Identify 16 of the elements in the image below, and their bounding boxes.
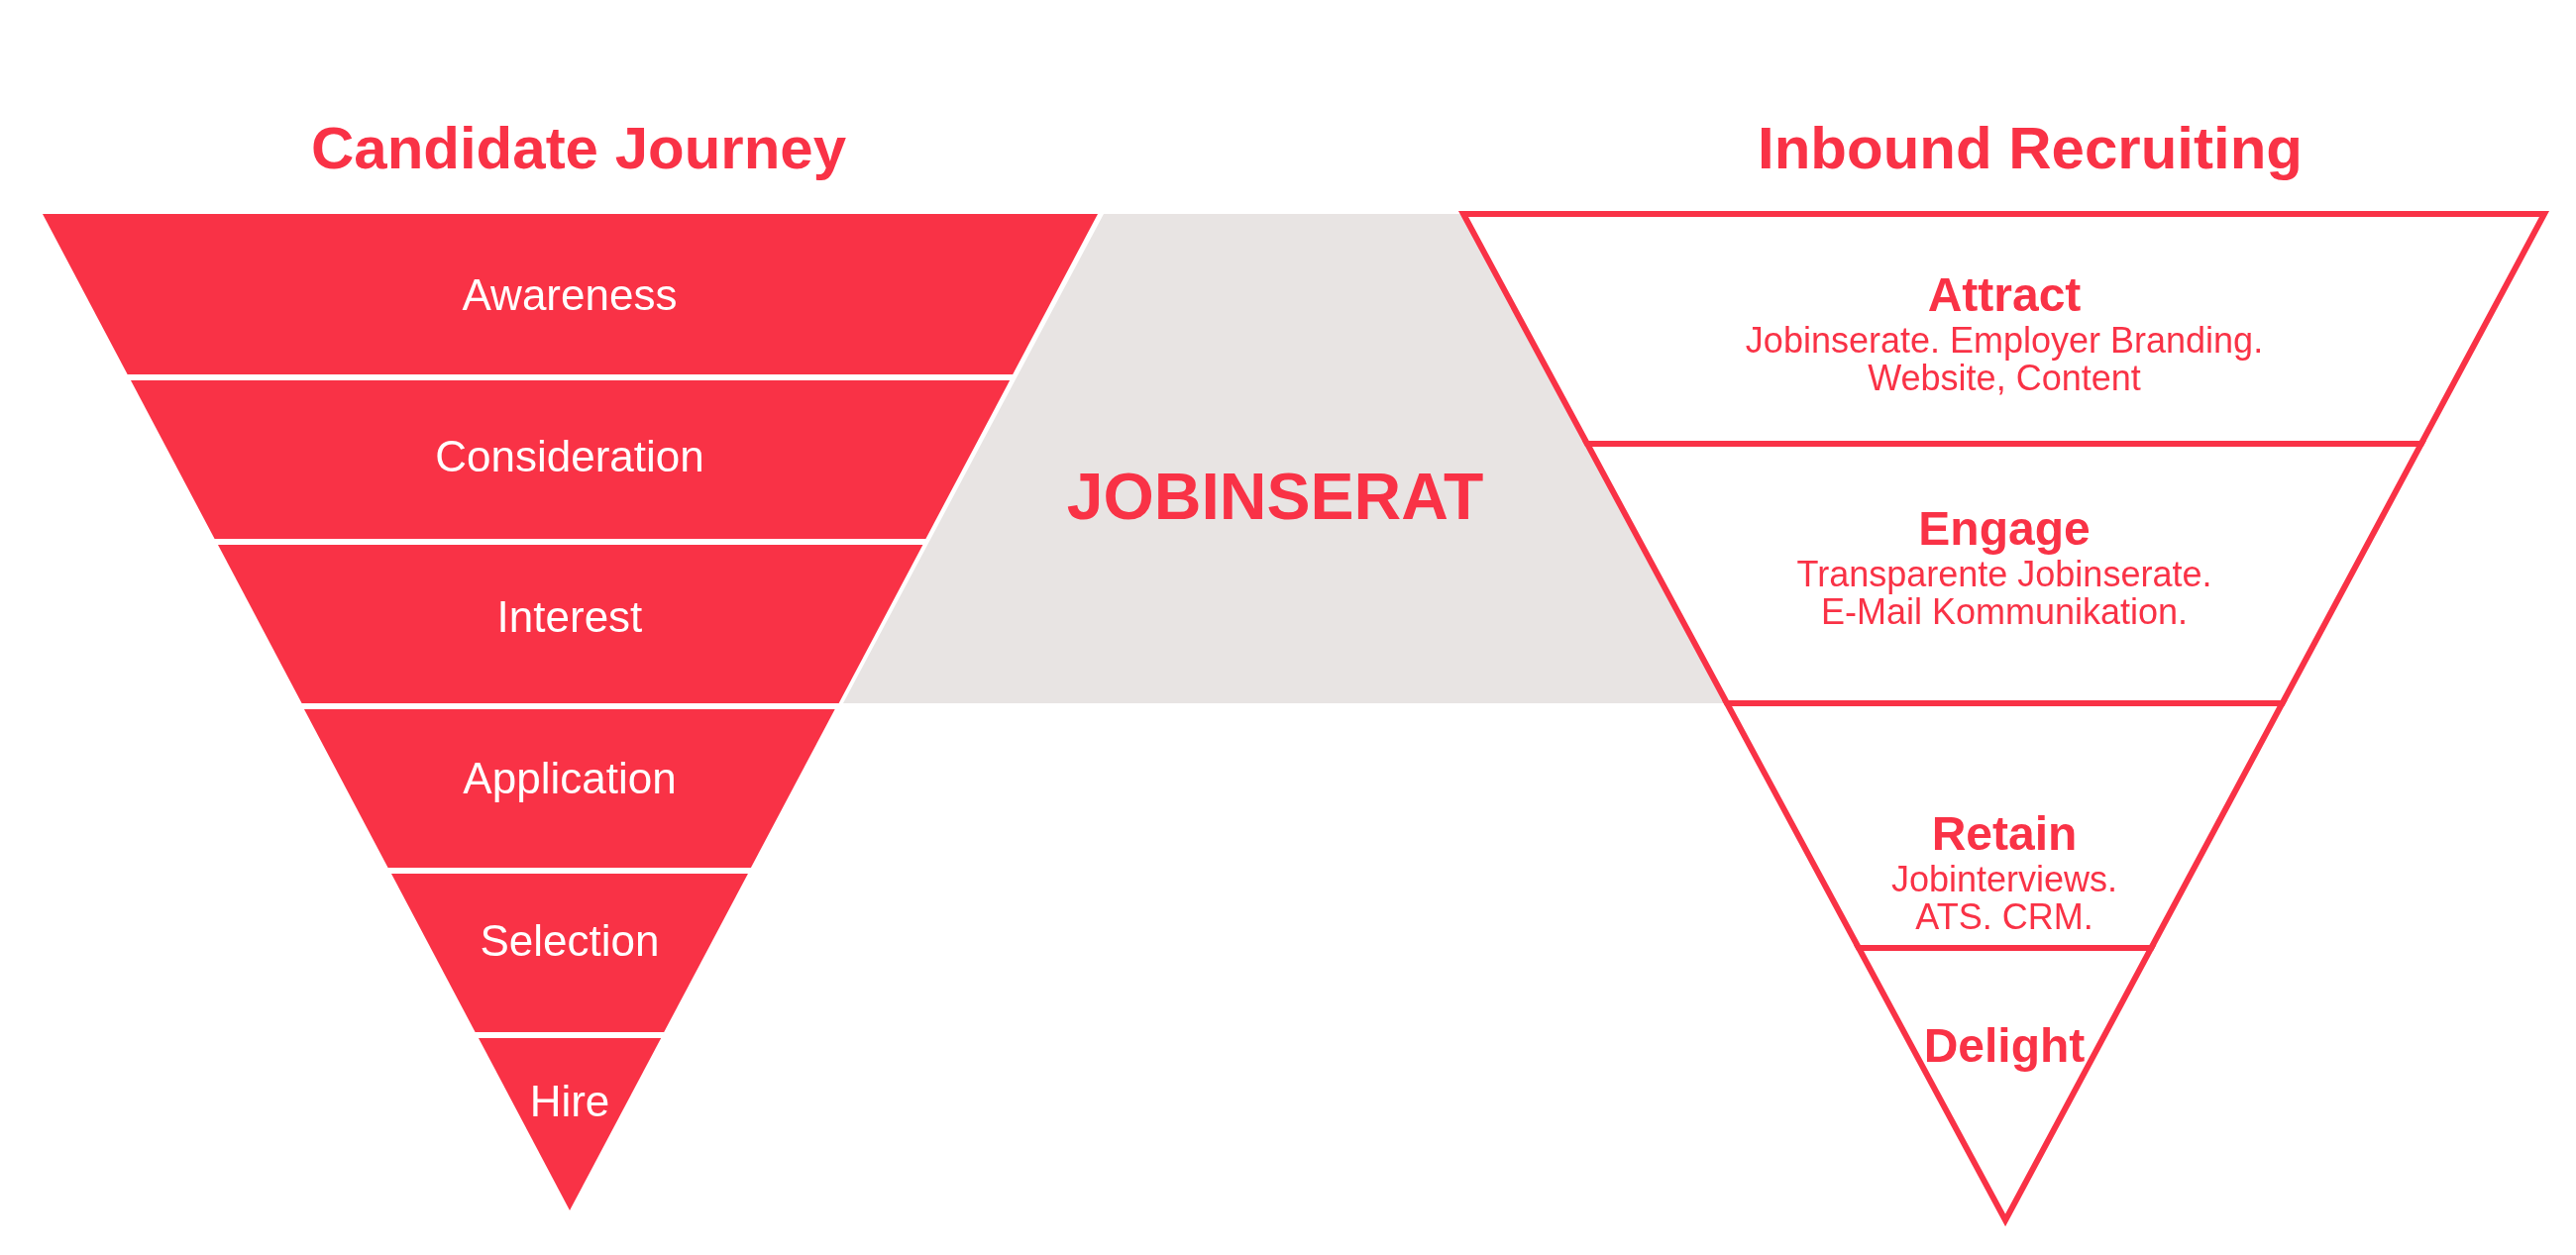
stage-label: Application <box>463 753 677 804</box>
band-label: JOBINSERAT <box>1066 460 1484 535</box>
stage-label: Selection <box>480 915 660 967</box>
stage-description: Jobinterviews. ATS. CRM. <box>1890 860 2118 937</box>
stage-description: Jobinserate. Employer Branding. Website, Content <box>1745 321 2264 398</box>
funnel-heading: Candidate Journey <box>310 113 847 182</box>
stage-label: Consideration <box>435 431 704 482</box>
stage-title: Engage <box>1918 502 2091 556</box>
stage-description: Transparente Jobinserate. E-Mail Kommunikation. <box>1796 555 2212 632</box>
stage-title: Retain <box>1931 807 2078 861</box>
stage-title: Delight <box>1923 1019 2086 1073</box>
stage-label: Hire <box>529 1076 610 1127</box>
stage-title: Attract <box>1927 268 2082 322</box>
stage-label: Awareness <box>462 269 678 321</box>
stage-label: Interest <box>496 591 643 643</box>
funnel-heading: Inbound Recruiting <box>1758 113 2303 182</box>
